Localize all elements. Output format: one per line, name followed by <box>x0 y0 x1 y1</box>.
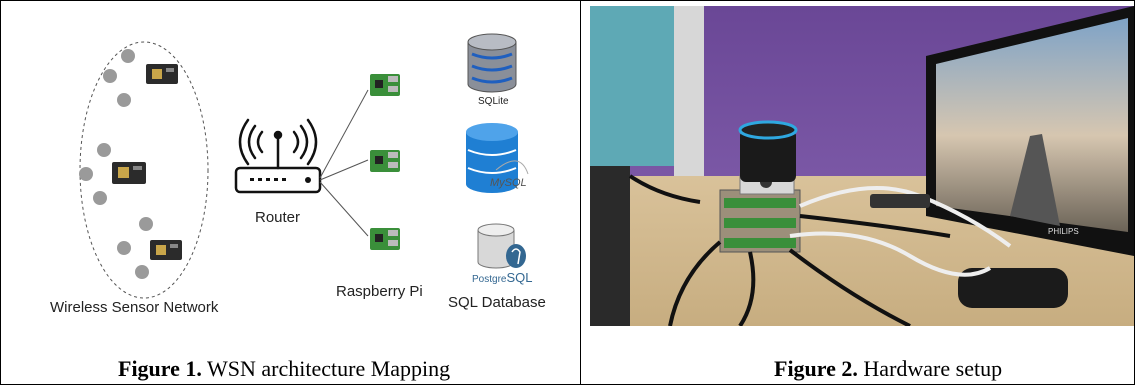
sensor-node <box>117 241 131 255</box>
router-label: Router <box>255 209 300 226</box>
sensor-node <box>117 93 131 107</box>
smart-speaker <box>738 120 798 182</box>
window-panel <box>590 6 680 166</box>
sensor-board <box>150 240 182 260</box>
sensor-node <box>135 265 149 279</box>
sensor-node <box>79 167 93 181</box>
raspberry-pi-stack <box>719 173 801 253</box>
router-leds <box>250 177 311 183</box>
sensor-node <box>139 217 153 231</box>
mysql-database-icon <box>466 123 529 193</box>
window-frame <box>674 6 704 206</box>
network-links <box>319 89 369 237</box>
postgres-label-a: Postgre <box>472 274 507 285</box>
monitor <box>926 6 1134 308</box>
wsn-architecture-diagram: Wireless Sensor Network Router <box>50 33 546 316</box>
postgresql-database-icon <box>477 223 526 269</box>
mysql-label: MySQL <box>490 177 527 189</box>
raspberry-pi-board <box>370 74 400 96</box>
sensor-node <box>93 191 107 205</box>
figure2-caption-number: Figure 2. <box>774 356 858 381</box>
figure-divider <box>580 0 581 385</box>
usb-hub <box>870 194 930 208</box>
figure1-caption-number: Figure 1. <box>118 356 202 381</box>
sensor-node <box>121 49 135 63</box>
figure2-caption-text: Hardware setup <box>857 356 1003 381</box>
wsn-label: Wireless Sensor Network <box>50 299 219 316</box>
postgres-label: PostgreSQL <box>472 270 532 285</box>
sqlite-database-icon <box>467 33 517 93</box>
raspberry-pi-board <box>370 150 400 172</box>
figure1-caption-text: WSN architecture Mapping <box>201 356 451 381</box>
figure1-caption: Figure 1. WSN architecture Mapping <box>118 356 450 382</box>
sql-database-label: SQL Database <box>448 294 546 311</box>
figure2-caption: Figure 2. Hardware setup <box>774 356 1002 382</box>
sensor-node <box>103 69 117 83</box>
wsn-boundary <box>79 41 209 299</box>
sqlite-label: SQLite <box>478 96 509 107</box>
monitor-brand: PHILIPS <box>1048 227 1079 236</box>
sensor-board <box>112 162 146 184</box>
rpi-label: Raspberry Pi <box>336 283 423 300</box>
sensor-board <box>146 64 178 84</box>
pc-tower <box>590 166 630 326</box>
sensor-nodes <box>79 49 153 279</box>
raspberry-pi-board <box>370 228 400 250</box>
sensor-node <box>97 143 111 157</box>
hardware-setup-photo: PHILIPS <box>590 6 1134 326</box>
postgres-label-b: SQL <box>506 270 532 285</box>
